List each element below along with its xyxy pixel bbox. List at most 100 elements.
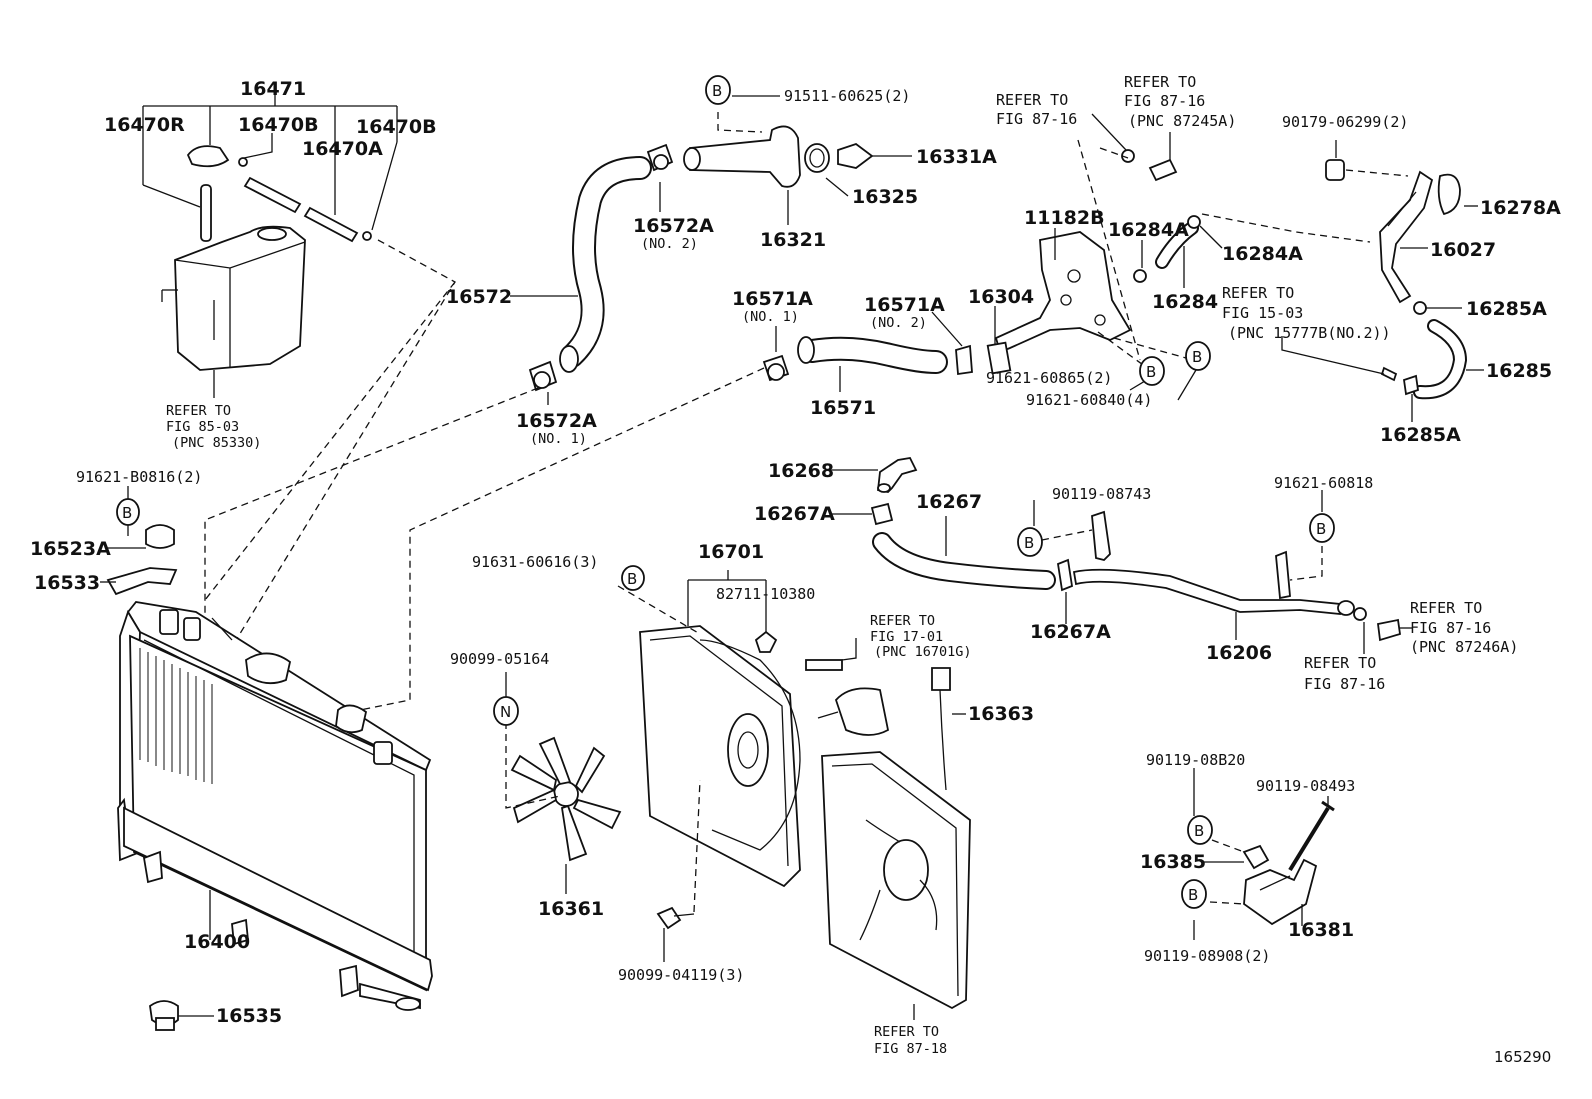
label-16206: 16206 [1206,642,1272,664]
label-16470r: 16470R [104,114,185,136]
label-16470b-b: 16470B [356,116,437,138]
fan-shroud-secondary [817,667,971,1020]
cushion-16523a [145,524,175,549]
label-16400: 16400 [184,931,250,953]
label-90119-08b20: 90119-08B20 [1146,751,1245,769]
label-16571a-1: 16571A [732,288,813,310]
note-ref-15-03-line1: REFER TO [1222,284,1294,302]
note-ref-15-03-line3: (PNC 15777B(NO.2)) [1228,324,1391,342]
label-16267a-b: 16267A [1030,621,1111,643]
gasket-16325 [804,143,830,173]
note-ref-87-16-b-line2: FIG 87-16 [1124,92,1205,110]
label-11182b: 11182B [1024,207,1105,229]
radiator-fins [139,648,213,784]
label-16470b-a: 16470B [238,114,319,136]
label-91621-b0816: 91621-B0816(2) [76,468,202,486]
label-16285: 16285 [1486,360,1552,382]
label-16331a: 16331A [916,146,997,168]
label-16572a-top-sub: (NO. 2) [641,236,698,252]
symbol-b-05-label: B [1024,534,1034,552]
bracket-16381 [1243,858,1318,926]
label-90179: 90179-06299(2) [1282,113,1408,131]
label-90099-04119: 90099-04119(3) [618,966,744,984]
note-ref-87-16-c-line3: (PNC 87246A) [1410,638,1518,656]
note-ref-15-03: REFER TO FIG 15-03 (PNC 15777B(NO.2)) [1222,284,1391,342]
clip-16470b [238,157,248,167]
note-ref-87-16-a-line1: REFER TO [996,91,1068,109]
note-ref-17-01-line1: REFER TO [870,613,935,629]
symbol-b-02: B [1139,356,1165,386]
label-16268: 16268 [768,460,834,482]
label-16572a-top: 16572A [633,215,714,237]
fan-shroud-main [639,625,801,888]
bracket-16381-assembly [1193,768,1335,940]
symbol-b-04-label: B [122,504,132,522]
symbol-b-09-label: B [1188,886,1198,904]
upper-hose-leader [204,387,539,640]
gasket-16278a [1437,173,1461,216]
note-ref-17-01-line3: (PNC 16701G) [874,644,972,660]
note-ref-87-18-line1: REFER TO [874,1024,939,1040]
pipe-16027 [1379,170,1434,304]
label-91621-60818: 91621-60818 [1274,474,1373,492]
symbol-b-07: B [621,565,645,591]
radiator-cap [245,652,292,685]
note-ref-85-03-line2: FIG 85-03 [166,419,239,435]
symbol-b-03-label: B [1192,348,1202,366]
clamp-16571a-no2 [955,344,973,376]
label-16284a-b: 16284A [1222,243,1303,265]
label-16385: 16385 [1140,851,1206,873]
label-16571a-2-sub: (NO. 2) [870,315,927,331]
clip-16470b-lower [362,231,372,241]
symbol-b-07-label: B [627,570,637,588]
lower-hose-leader [349,367,765,713]
note-ref-87-16-b-line1: REFER TO [1124,73,1196,91]
water-outlet-assembly [683,95,912,225]
clamp-16285a-upper [1413,301,1427,315]
symbol-b-01: B [705,75,731,105]
note-ref-87-16-c-line1: REFER TO [1410,599,1482,617]
nut-16385 [1242,844,1270,870]
note-ref-87-18: REFER TO FIG 87-18 [874,1024,947,1057]
label-16363: 16363 [968,703,1034,725]
symbol-n-01-label: N [500,703,511,721]
label-16572a-bot-sub: (NO. 1) [530,431,587,447]
label-91621-60865: 91621-60865(2) [986,369,1112,387]
clamp-16285a-lower [1403,374,1419,396]
label-90119-08493: 90119-08493 [1256,777,1355,795]
label-16571a-2: 16571A [864,294,945,316]
reservoir-tank [174,225,306,371]
water-by-pass-pipe [1281,140,1484,422]
symbol-b-05: B [1017,527,1043,557]
label-16381: 16381 [1288,919,1354,941]
note-ref-87-16-b-line3: (PNC 87245A) [1128,112,1236,130]
note-ref-85-03-line1: REFER TO [166,403,231,419]
label-90099-05164: 90099-05164 [450,650,549,668]
label-16470a: 16470A [302,138,383,160]
water-inlet-housing [994,231,1132,354]
clip-82711 [754,630,778,653]
pipe-16206 [1072,568,1341,615]
note-ref-15-03-line2: FIG 15-03 [1222,304,1303,322]
label-16267: 16267 [916,491,982,513]
radiator [117,601,433,1011]
label-16523a: 16523A [30,538,111,560]
reservoir-inlet-hose [200,184,212,242]
note-ref-87-16-c: REFER TO FIG 87-16 (PNC 87246A) [1410,599,1518,656]
upper-radiator-hose [510,143,674,405]
label-16285a-a: 16285A [1466,298,1547,320]
note-ref-87-16-c-line2: FIG 87-16 [1410,619,1491,637]
label-16571: 16571 [810,397,876,419]
label-16701: 16701 [698,541,764,563]
radiator-mounts [100,486,214,1031]
label-16285a-b: 16285A [1380,424,1461,446]
symbol-b-06-label: B [1316,520,1326,538]
thermostat-16331a [837,142,874,169]
label-ref-17-01 [805,659,843,671]
symbol-b-01-label: B [712,82,722,100]
label-16321: 16321 [760,229,826,251]
label-16361: 16361 [538,898,604,920]
symbol-b-08: B [1187,815,1213,845]
